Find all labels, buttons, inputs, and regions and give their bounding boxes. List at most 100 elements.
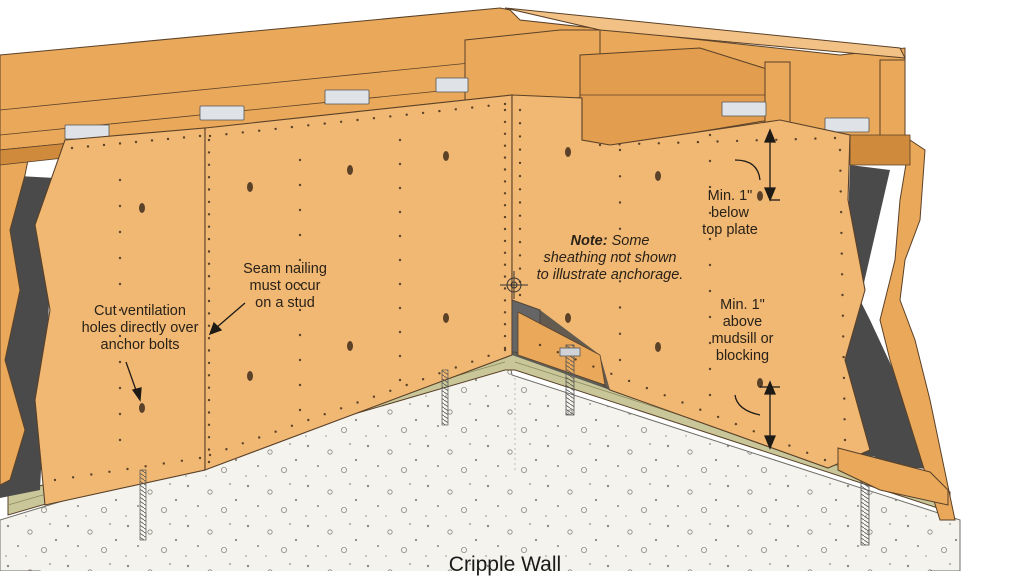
nail-dot xyxy=(207,225,211,228)
nail-dot xyxy=(814,137,817,140)
nail-dot xyxy=(503,323,507,326)
nail-dot xyxy=(752,430,755,433)
nail-dot xyxy=(207,287,211,290)
nail-dot xyxy=(716,140,719,143)
nail-dot xyxy=(681,401,684,404)
nail-dot xyxy=(70,146,74,150)
nail-dot xyxy=(389,115,392,118)
nail-dot xyxy=(290,424,294,427)
nail-dot xyxy=(405,383,408,387)
nail-dot xyxy=(503,275,507,278)
nail-dot xyxy=(839,190,842,193)
nail-dot xyxy=(699,408,702,411)
nail-dot xyxy=(118,412,122,416)
nail-dot xyxy=(838,148,842,152)
nail-dot xyxy=(618,280,622,283)
nail-dot xyxy=(298,208,302,212)
nail-dot xyxy=(118,438,122,442)
nail-dot xyxy=(518,161,522,165)
nail-dot xyxy=(708,159,712,163)
nail-dot xyxy=(307,124,310,127)
nail-dot xyxy=(144,465,147,468)
nail-dot xyxy=(708,263,712,267)
nail-dot xyxy=(258,436,261,439)
nail-dot xyxy=(207,436,211,439)
nail-dot xyxy=(198,134,202,138)
nail-dot xyxy=(182,136,186,139)
nail-dot xyxy=(503,227,507,231)
nail-dot xyxy=(618,175,622,178)
nail-dot xyxy=(618,306,622,309)
nail-dot xyxy=(207,398,211,402)
nail-dot xyxy=(696,140,700,144)
nail-dot xyxy=(518,267,522,270)
nail-dot xyxy=(708,185,712,189)
nail-dot xyxy=(503,346,507,350)
nail-dot xyxy=(708,237,712,241)
nail-dot xyxy=(708,211,712,215)
right-sheathing xyxy=(511,94,871,469)
min-above-label: Min. 1" above mudsill or blocking xyxy=(711,297,774,364)
vent-holes-label: Cut ventilation holes directly over anch… xyxy=(81,303,199,353)
nail-dot xyxy=(290,125,294,129)
nail-dot xyxy=(487,354,490,357)
nail-dot xyxy=(398,258,402,262)
nail-dot xyxy=(405,113,408,116)
nail-dot xyxy=(841,293,844,297)
note-bold: Note: xyxy=(570,233,608,249)
nail-dot xyxy=(487,104,490,108)
nail-dot xyxy=(518,254,522,257)
nail-dot xyxy=(454,366,457,369)
nail-dot xyxy=(166,137,170,141)
nail-dot xyxy=(207,188,211,191)
nail-dot xyxy=(842,355,845,359)
nail-dot xyxy=(274,430,277,433)
nail-dot xyxy=(471,106,474,109)
nail-dot xyxy=(438,109,441,113)
nail-dot xyxy=(241,442,244,445)
nail-dot xyxy=(258,129,261,132)
nail-dot xyxy=(794,138,797,141)
nail-dot xyxy=(225,448,228,451)
nail-dot xyxy=(241,131,244,134)
nail-dot xyxy=(150,139,154,142)
leader-arrows xyxy=(125,128,780,450)
nail-dot xyxy=(126,467,129,471)
nail-dot xyxy=(298,333,302,337)
nail-dot xyxy=(207,337,211,340)
nail-dot xyxy=(843,438,847,442)
nail-dot xyxy=(398,162,402,166)
nail-dot xyxy=(618,143,621,146)
nail-dot xyxy=(118,334,122,338)
nail-dot xyxy=(645,386,649,390)
nail-dot xyxy=(677,141,680,144)
nail-dot xyxy=(618,332,622,335)
nail-dot xyxy=(86,145,90,148)
seam-nailing-label: Seam nailing must occur on a stud xyxy=(243,261,327,311)
nail-pattern xyxy=(53,102,847,482)
nail-dot xyxy=(503,180,507,183)
nail-dot xyxy=(398,138,402,142)
nail-dot xyxy=(503,102,507,106)
nail-dot xyxy=(207,374,211,377)
min-below-label: Min. 1" below top plate xyxy=(702,188,758,238)
nail-dot xyxy=(298,383,302,387)
nail-dot xyxy=(503,215,507,219)
nail-dot xyxy=(503,263,507,266)
nail-dot xyxy=(118,386,122,390)
nail-dot xyxy=(207,423,211,426)
nail-dot xyxy=(839,210,843,214)
nail-dot xyxy=(207,312,211,315)
nail-dot xyxy=(207,237,211,241)
nail-dot xyxy=(503,108,507,112)
left-sheathing xyxy=(34,94,513,506)
nail-dot xyxy=(755,139,758,142)
nail-dot xyxy=(307,418,310,422)
nail-dot xyxy=(421,111,425,115)
nail-dot xyxy=(207,176,211,179)
nail-dot xyxy=(207,275,211,278)
nail-dot xyxy=(503,144,507,147)
nail-dot xyxy=(518,227,522,231)
nail-dot xyxy=(716,415,720,419)
nail-dot xyxy=(323,413,326,416)
